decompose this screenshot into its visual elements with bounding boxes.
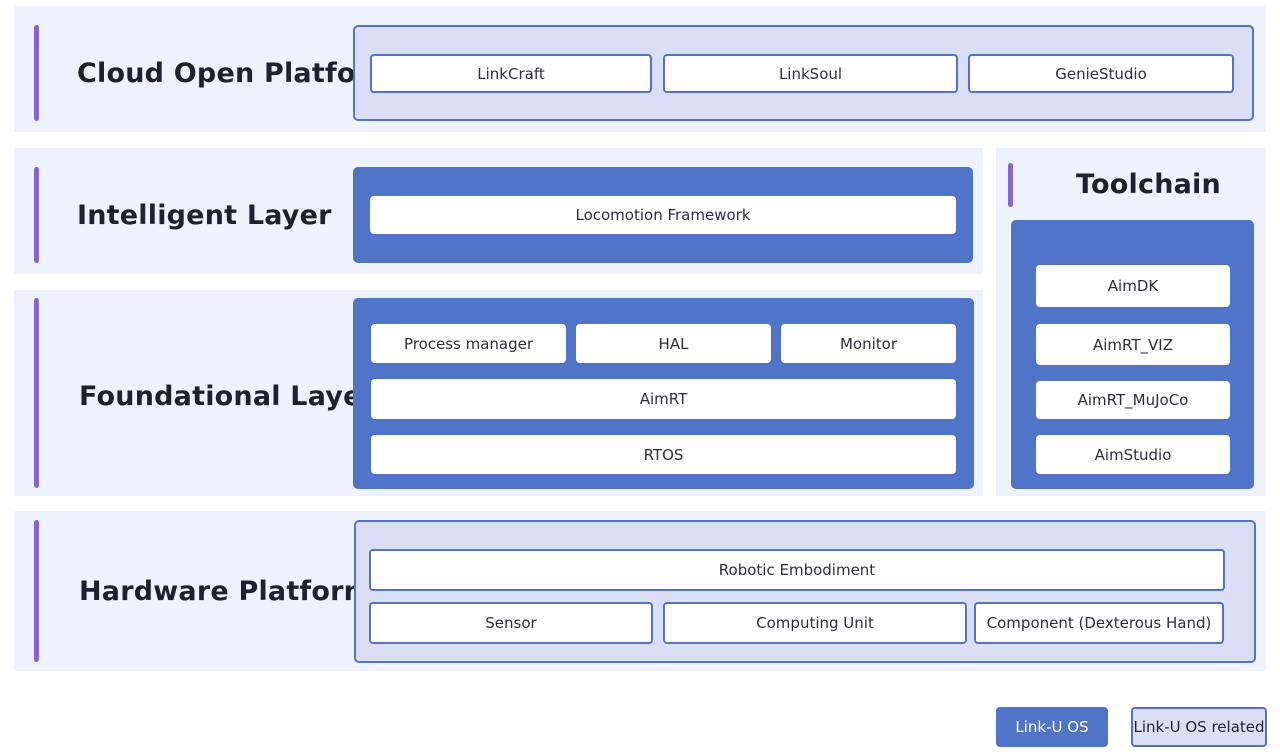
cloud-layer-accent-bar	[34, 25, 39, 121]
cloud-layer-title: Cloud Open Platform	[77, 58, 398, 89]
hardware-item-computing-unit: Computing Unit	[663, 602, 967, 644]
legend-link-u-os: Link-U OS	[996, 707, 1108, 747]
hardware-item-sensor: Sensor	[369, 602, 653, 644]
hardware-item-dexterous-hand: Component (Dexterous Hand)	[974, 602, 1224, 644]
intelligent-layer-title: Intelligent Layer	[77, 200, 332, 231]
toolchain-item-aimstudio: AimStudio	[1036, 435, 1230, 474]
hardware-layer-accent-bar	[34, 520, 39, 662]
foundational-item-process-manager: Process manager	[371, 324, 566, 363]
legend-link-u-os-related: Link-U OS related	[1131, 707, 1267, 747]
foundational-item-aimrt: AimRT	[371, 379, 956, 419]
foundational-item-rtos: RTOS	[371, 435, 956, 474]
intelligent-item-locomotion-framework: Locomotion Framework	[370, 196, 956, 234]
cloud-item-geniestudio: GenieStudio	[968, 54, 1234, 93]
foundational-item-monitor: Monitor	[781, 324, 956, 363]
toolchain-title: Toolchain	[1076, 169, 1221, 200]
foundational-layer-title: Foundational Layer	[79, 381, 376, 412]
hardware-item-robotic-embodiment: Robotic Embodiment	[369, 549, 1225, 591]
hardware-layer-title: Hardware Platform	[79, 576, 372, 607]
intelligent-layer-accent-bar	[34, 167, 39, 263]
foundational-item-hal: HAL	[576, 324, 771, 363]
cloud-item-linkcraft: LinkCraft	[370, 54, 652, 93]
toolchain-item-aimrt-mujoco: AimRT_MuJoCo	[1036, 381, 1230, 419]
foundational-layer-accent-bar	[34, 298, 39, 488]
cloud-item-linksoul: LinkSoul	[663, 54, 958, 93]
toolchain-item-aimrt-viz: AimRT_VIZ	[1036, 324, 1230, 365]
toolchain-item-aimdk: AimDK	[1036, 265, 1230, 307]
toolchain-accent-bar	[1008, 163, 1013, 207]
